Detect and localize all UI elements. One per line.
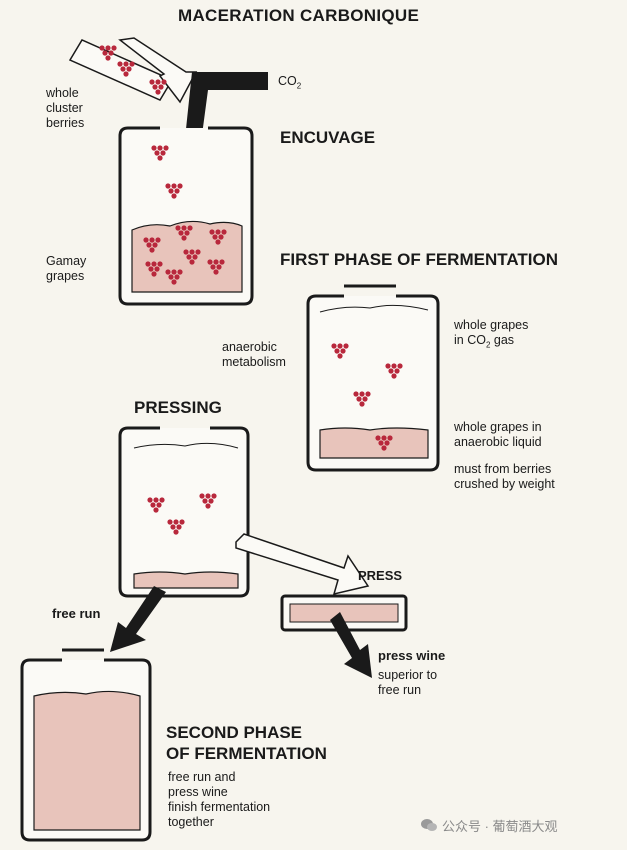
whole-cluster-berries-label: whole cluster berries bbox=[46, 86, 85, 130]
watermark: 公众号 · 葡萄酒大观 bbox=[442, 819, 558, 834]
pressing-vat bbox=[118, 426, 250, 598]
press-wine-label: press wine bbox=[378, 648, 446, 663]
free-run-label: free run bbox=[52, 606, 101, 621]
superior-label: superior to free run bbox=[378, 668, 438, 697]
second-phase-vat bbox=[20, 648, 152, 842]
gamay-grapes-label: Gamay grapes bbox=[46, 254, 87, 283]
diagram-title: MACERATION CARBONIQUE bbox=[178, 6, 420, 25]
first-phase-vat bbox=[306, 284, 440, 472]
pressing-heading: PRESSING bbox=[134, 398, 222, 417]
press-label: PRESS bbox=[358, 568, 403, 583]
co2-label: CO2 bbox=[278, 74, 302, 91]
encuvage-heading: ENCUVAGE bbox=[280, 128, 376, 147]
press-tray bbox=[280, 594, 408, 632]
encuvage-vat bbox=[118, 126, 254, 306]
second-phase-heading: SECOND PHASE OF FERMENTATION bbox=[166, 723, 327, 763]
free-run-arrow bbox=[110, 586, 166, 652]
finish-fermentation-label: free run and press wine finish fermentat… bbox=[168, 770, 271, 829]
must-label: must from berries crushed by weight bbox=[454, 462, 555, 491]
whole-grapes-liquid-label: whole grapes in anaerobic liquid bbox=[454, 420, 542, 449]
first-phase-heading: FIRST PHASE OF FERMENTATION bbox=[280, 250, 558, 269]
to-press-arrow bbox=[235, 533, 370, 596]
press-wine-arrow bbox=[330, 612, 372, 678]
anaerobic-metabolism-label: anaerobic metabolism bbox=[222, 340, 286, 369]
wechat-icon bbox=[421, 819, 437, 831]
berry-chute bbox=[68, 37, 198, 104]
